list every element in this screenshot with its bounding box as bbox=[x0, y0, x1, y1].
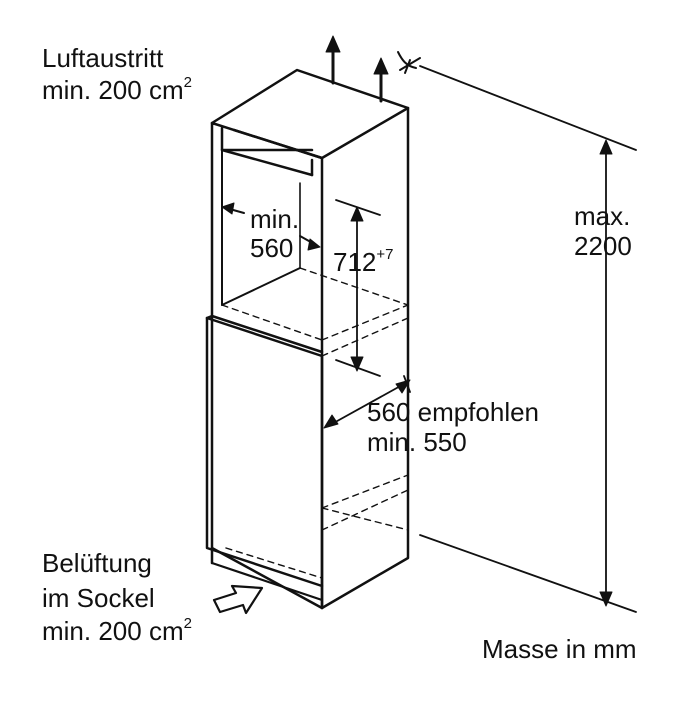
air-outlet-value: min. 200 cm2 bbox=[42, 74, 192, 106]
air-outlet-value-text: min. 200 cm bbox=[42, 75, 184, 105]
air-outlet-exponent: 2 bbox=[183, 74, 192, 91]
total-height-label-line1: max. bbox=[574, 201, 631, 231]
niche-height-label: 712+7 bbox=[333, 246, 394, 278]
niche-width-label-line1: min. bbox=[250, 204, 300, 234]
niche-height-value: 712 bbox=[333, 247, 377, 277]
base-plinth bbox=[210, 474, 409, 610]
niche-width-label-line2: 560 bbox=[250, 233, 294, 263]
units-note: Masse in mm bbox=[482, 634, 637, 664]
width-dimension bbox=[221, 202, 321, 251]
base-vent-arrow bbox=[212, 584, 264, 615]
total-height-label-line2: 2200 bbox=[574, 231, 632, 261]
break-symbol bbox=[397, 51, 421, 74]
cabinet-outline bbox=[210, 68, 410, 610]
depth-dimension bbox=[323, 375, 411, 429]
depth-label-line1: 560 empfohlen bbox=[367, 397, 540, 427]
depth-label-line2: min. 550 bbox=[367, 427, 467, 457]
base-vent-exponent: 2 bbox=[183, 615, 192, 632]
total-height-dimension bbox=[419, 65, 637, 613]
air-outlet-arrows bbox=[325, 35, 389, 103]
base-vent-value: min. 200 cm2 bbox=[42, 615, 192, 647]
niche bbox=[221, 149, 409, 357]
base-vent-value-text: min. 200 cm bbox=[42, 616, 184, 646]
base-vent-label-line2: im Sockel bbox=[42, 583, 155, 613]
niche-height-tolerance: +7 bbox=[376, 246, 394, 263]
base-vent-label-line1: Belüftung bbox=[42, 548, 152, 578]
niche-height-dimension bbox=[335, 199, 381, 377]
air-outlet-title: Luftaustritt bbox=[42, 43, 164, 73]
door-panel bbox=[205, 314, 324, 588]
